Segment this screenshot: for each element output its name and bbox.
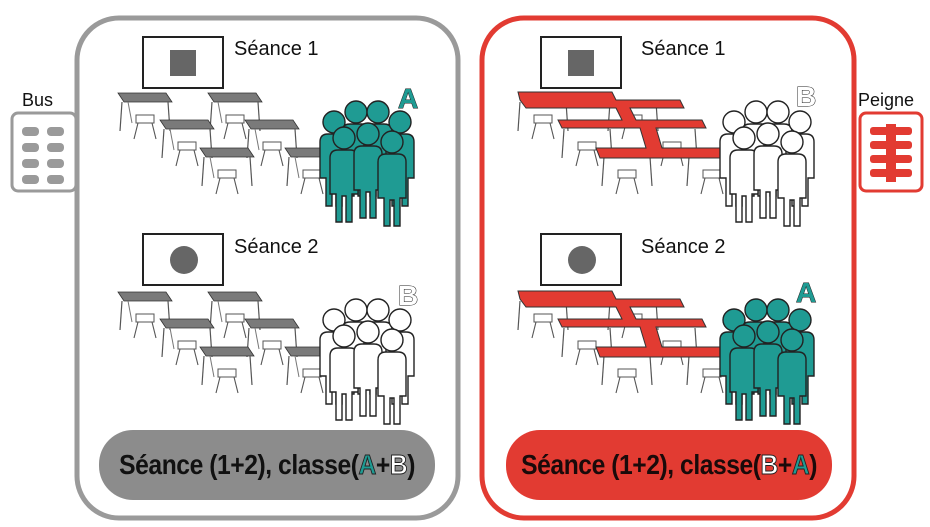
comb-layout-icon [858, 111, 924, 193]
comb-desks-session1 [517, 91, 749, 195]
student-group-icon [320, 101, 414, 226]
left-session2-label: Séance 2 [234, 236, 319, 258]
group-letter-right2: A [796, 277, 816, 308]
left-session1-label: Séance 1 [234, 38, 319, 60]
peigne-footer-text: Séance (1+2), classe(B+A) [521, 449, 817, 481]
peigne-footer-pill [506, 430, 832, 500]
group-letter-right1: B [796, 81, 816, 112]
footer-letter-a: A [791, 449, 810, 481]
student-group-icon [320, 299, 414, 424]
square-projector-icon [540, 36, 622, 89]
footer-plus: + [375, 449, 390, 480]
footer-prefix: Séance (1+2), classe( [119, 449, 359, 480]
right-session2-label: Séance 2 [641, 236, 726, 258]
right-session1-label: Séance 1 [641, 38, 726, 60]
circle-projector-icon [540, 233, 622, 286]
student-group-icon [720, 101, 814, 226]
footer-letter-a: A [358, 449, 377, 481]
footer-suffix: ) [809, 449, 817, 480]
bus-footer: Séance (1+2), classe(A+B) [99, 430, 435, 500]
square-projector-icon [142, 36, 224, 89]
bus-footer-pill [99, 430, 435, 500]
footer-prefix: Séance (1+2), classe( [521, 449, 761, 480]
student-group-icon [720, 299, 814, 424]
bus-desks-session1 [117, 92, 340, 195]
peigne-panel [479, 15, 857, 521]
bus-label: Bus [22, 90, 54, 110]
bus-layout-icon [10, 111, 78, 193]
footer-letter-b: B [389, 449, 408, 481]
footer-letter-b: B [760, 449, 779, 481]
group-letter-left1: A [398, 83, 418, 114]
peigne-label: Peigne [858, 90, 915, 110]
group-letter-left2: B [398, 280, 418, 311]
comb-desks-session2 [517, 290, 749, 394]
peigne-footer: Séance (1+2), classe(B+A) [506, 430, 832, 500]
footer-plus: + [777, 449, 792, 480]
bus-footer-text: Séance (1+2), classe(A+B) [119, 449, 415, 481]
bus-desks-session2 [117, 291, 340, 394]
circle-projector-icon [142, 233, 224, 286]
footer-suffix: ) [407, 449, 415, 480]
bus-panel [74, 15, 461, 521]
